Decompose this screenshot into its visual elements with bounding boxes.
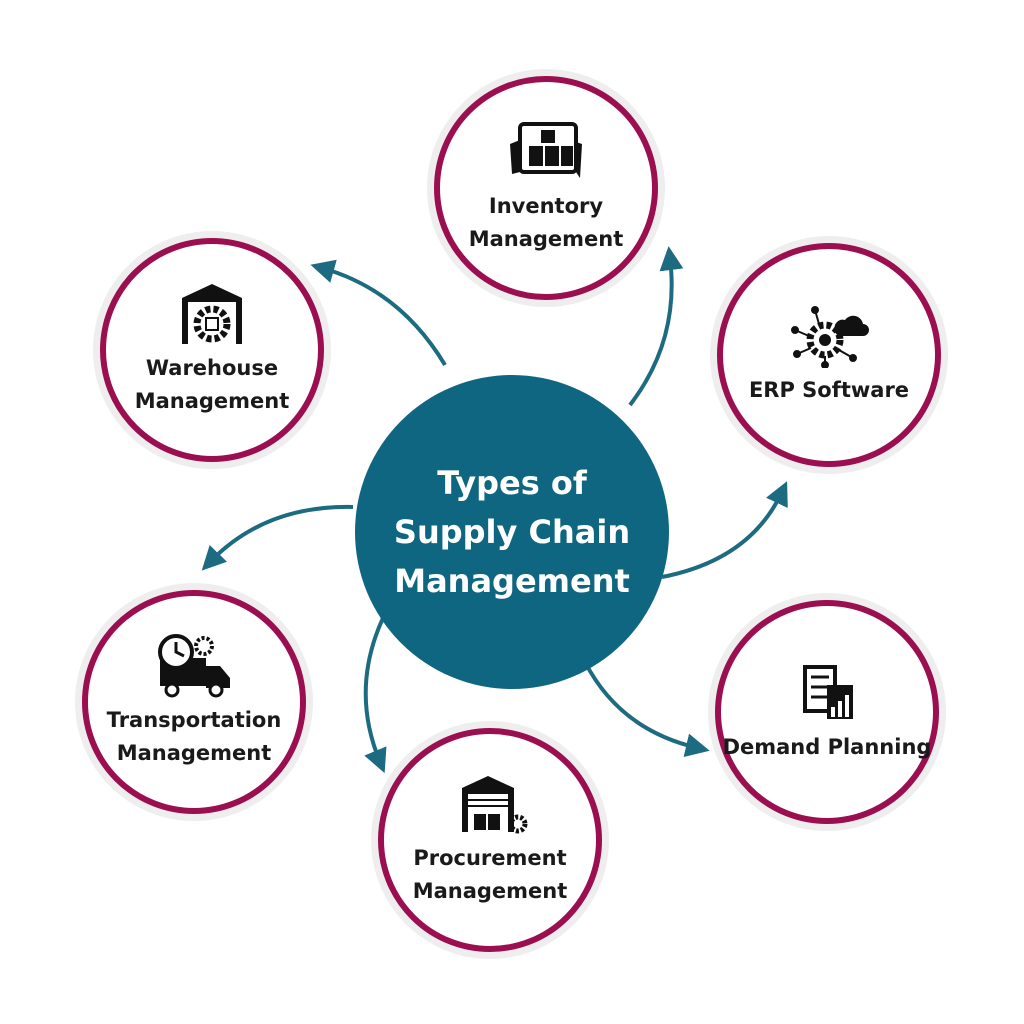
warehouse-boxes-gear-icon (462, 776, 528, 834)
node-label: Procurement Management (412, 846, 568, 903)
node-label: Demand Planning (722, 734, 932, 759)
node-warehouse-management: Warehouse Management (100, 238, 324, 462)
node-transportation-management: Transportation Management (82, 590, 306, 814)
node-procurement-management: Procurement Management (378, 728, 602, 952)
warehouse-gear-icon (182, 284, 242, 344)
node-inventory-management: Inventory Management (434, 76, 658, 300)
center-title: Types of Supply Chain Management (393, 463, 631, 600)
gear-cloud-circuit-icon (791, 305, 869, 368)
checklist-chart-icon (803, 664, 853, 719)
center-topic: Types of Supply Chain Management (355, 375, 669, 689)
arrow-to-inventory (628, 246, 684, 407)
node-label: Inventory Management (468, 194, 624, 251)
arrow-to-transportation (201, 504, 354, 571)
node-demand-planning: Demand Planning (715, 600, 939, 824)
arrow-to-demand (583, 661, 710, 757)
node-label: Transportation Management (106, 708, 282, 765)
truck-clock-icon (158, 634, 230, 698)
arrow-to-procurement (363, 617, 387, 774)
node-label: ERP Software (748, 377, 910, 402)
tablet-boxes-icon (510, 122, 582, 178)
node-label: Warehouse Management (134, 356, 290, 413)
node-erp-software: ERP Software (717, 243, 941, 467)
arrow-to-erp (661, 481, 788, 579)
arrow-to-warehouse (310, 259, 447, 367)
